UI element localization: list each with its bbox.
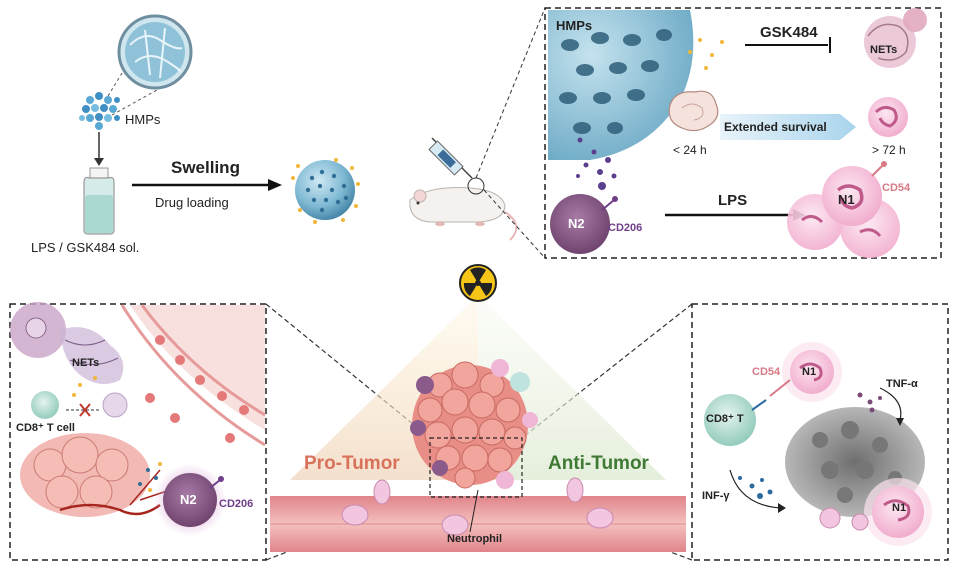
right-n1-bottom-label: N1 [892,502,907,514]
left-nets [10,302,124,397]
left-nets-label: NETs [72,357,100,369]
left-cd206-label: CD206 [219,498,254,510]
radiation-icon [459,264,497,302]
left-cd8-label: CD8⁺ T cell [16,422,75,434]
right-cd8-label: CD8⁺ T [706,413,744,425]
cd206-label-top: CD206 [608,222,643,234]
bottle-icon [83,167,115,235]
cd54-label-top: CD54 [882,182,911,194]
vessel-neutrophils [341,477,614,536]
left-cd8-tcell [31,391,128,419]
bottle-label: LPS / GSK484 sol. [31,240,140,255]
mouse-icon [409,187,518,241]
n1-cell-cluster [787,161,900,258]
anti-tumor-label: Anti-Tumor [548,453,649,474]
neutrophil-label: Neutrophil [447,533,502,545]
lps-label: LPS [718,192,748,209]
n1-label-top: N1 [838,192,855,207]
left-tumor-cluster [20,433,171,517]
n2-cell-top [550,194,618,254]
right-n1-bottom [864,478,932,546]
microsphere-icon [291,158,360,224]
ifn-label: INF-γ [702,490,730,502]
dying-neutrophil [668,90,719,132]
nets-label-top: NETs [870,44,898,56]
time-short-label: < 24 h [673,143,707,157]
nets-cell-top [864,8,927,68]
n2-label-top: N2 [568,216,585,231]
extended-survival-label: Extended survival [724,120,827,134]
gsk484-label: GSK484 [760,24,818,41]
right-cd54-label: CD54 [752,366,781,378]
hmp-large-sphere [548,10,694,160]
left-n2-cell [154,464,226,536]
hmps-label: HMPs [125,112,161,127]
syringe-icon [428,137,473,179]
surviving-neutrophil [868,97,908,137]
hmp-zoom-circle [117,14,193,90]
right-cd8-tcell [704,394,767,446]
left-n2-label: N2 [180,492,197,507]
right-n1-top [769,342,842,402]
right-n1-top-label: N1 [802,366,817,378]
hmp-particle-cluster [79,92,120,130]
pro-tumor-label: Pro-Tumor [304,453,400,474]
extended-survival-arrow [720,114,856,140]
drug-loading-label: Drug loading [155,195,229,210]
swelling-label: Swelling [171,158,240,177]
panel-hmps-label: HMPs [556,18,593,33]
time-long-label: > 72 h [872,143,906,157]
tnf-label: TNF-α [886,378,918,390]
